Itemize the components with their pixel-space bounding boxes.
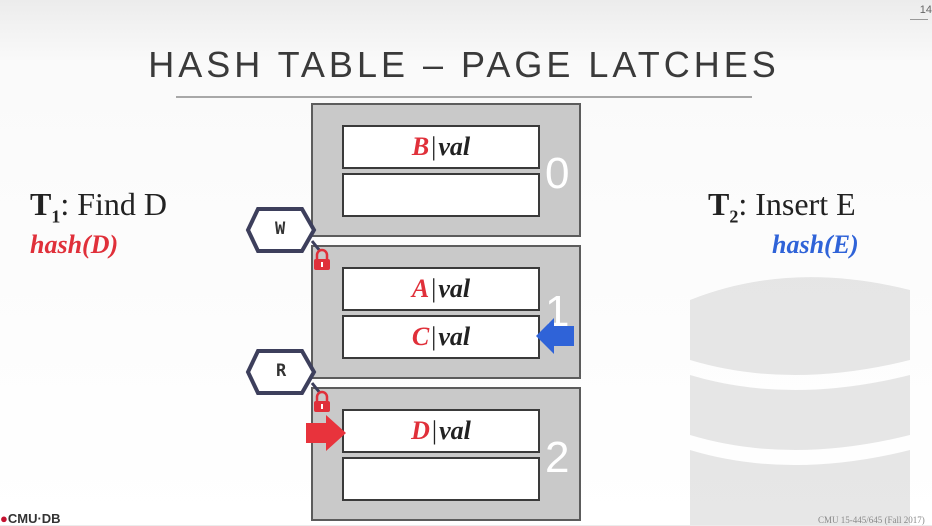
lock-icon [314,248,330,270]
t1-hash: hash(D) [30,230,119,259]
slot-key: A [411,274,430,303]
page-0-number: 0 [545,149,570,198]
t2-label-sub: 2 [729,206,739,227]
database-watermark-icon [690,277,910,525]
t2-label-prefix: T [708,186,730,222]
t1-label-rest: : Find D [60,186,168,222]
slot-separator: | [431,132,437,161]
slot-key: D [411,416,430,445]
t1-label: T1: Find D [30,186,167,227]
title-rule [176,96,752,98]
slot-separator: | [431,322,437,351]
footer-logo: ●CMU·DB [0,511,61,526]
page-0-slot-1 [342,173,540,217]
slide-title: HASH TABLE – PAGE LATCHES [148,44,780,85]
slide-number: 14 [919,4,932,16]
t2-label: T2: Insert E [708,186,856,227]
read-latch-tag [245,349,322,395]
page-2-slot-0: D|val [342,409,540,453]
slot-value: val [438,274,471,303]
slot-value: val [438,322,471,351]
cmu-logo-icon: ● [0,511,8,526]
slot-separator: | [431,274,437,303]
t1-cursor-arrow-icon [306,415,346,451]
page-1-slot-0: A|val [342,267,540,311]
slot-value: val [438,132,471,161]
write-latch-label: W [275,219,286,239]
page-2-slot-1 [342,457,540,501]
lock-icon [314,390,330,412]
slot-value: val [439,416,471,445]
page-1-slot-1: C|val [342,315,540,359]
footer-logo-text: CMU·DB [7,511,61,526]
t2-cursor-arrow-icon [536,318,574,354]
slot-key: C [411,322,430,351]
t2-hash: hash(E) [772,230,859,259]
write-latch-tag [245,207,322,253]
slot-key: B [411,132,430,161]
read-latch-label: R [276,361,287,381]
slot-separator: | [431,416,438,445]
t1-label-sub: 1 [51,206,61,227]
page-0-slot-0: B|val [342,125,540,169]
page-2-number: 2 [545,433,570,482]
footer-course: CMU 15-445/645 (Fall 2017) [818,515,925,525]
slide-number-rule [910,19,928,20]
t1-label-prefix: T [30,186,52,222]
t2-label-rest: : Insert E [738,186,856,222]
